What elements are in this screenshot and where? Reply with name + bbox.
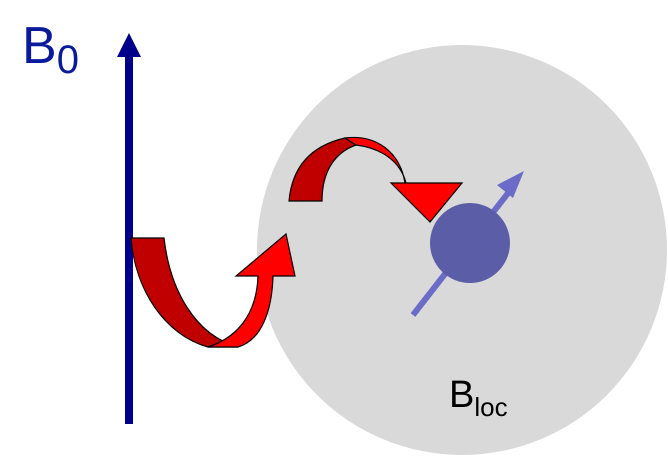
b0-label-base: B xyxy=(22,17,57,75)
lower-arrow-front-band xyxy=(207,232,296,348)
spin-arrowhead xyxy=(497,171,524,198)
upper-arrow-front-band xyxy=(343,136,464,223)
b-loc-label-subscript: loc xyxy=(474,392,507,422)
lower-arrow-back-band xyxy=(130,237,239,348)
nucleus xyxy=(430,203,510,283)
b0-label: B0 xyxy=(22,17,79,82)
upper-curved-arrow xyxy=(288,136,464,223)
b0-label-subscript: 0 xyxy=(57,38,79,82)
b0-field-arrowhead xyxy=(117,33,141,57)
b-loc-label: Bloc xyxy=(449,374,508,422)
lower-curved-arrow xyxy=(130,232,296,348)
b-loc-label-base: B xyxy=(449,374,474,416)
